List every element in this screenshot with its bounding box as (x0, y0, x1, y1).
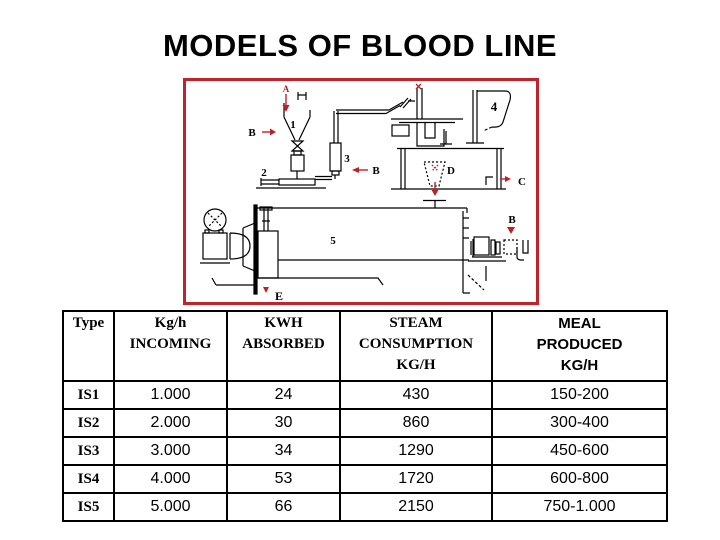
arrow-b-left-icon (270, 128, 276, 136)
diagram-linework (200, 88, 529, 295)
feed-pipe (315, 175, 332, 181)
dryer-top (256, 207, 468, 213)
motor-body (202, 232, 228, 260)
flow-arrows (262, 83, 515, 293)
machine-4-bracket (477, 90, 512, 128)
arrow-b-mid-icon (352, 167, 359, 173)
hopper-funnel (283, 103, 311, 141)
tank (391, 147, 506, 190)
cell-is4-kwh: 53 (226, 464, 341, 494)
cell-is5-type: IS5 (62, 492, 115, 522)
callout-1: 1 (290, 119, 296, 131)
tank-funnel-dashed (423, 161, 446, 187)
cell-is1-type: IS1 (62, 380, 115, 410)
column-3 (329, 142, 342, 172)
cell-is3-incoming: 3.000 (113, 436, 228, 466)
cell-is2-steam: 860 (339, 408, 493, 438)
callout-C: C (518, 176, 526, 188)
callout-B-right: B (508, 214, 516, 226)
grinder-body (290, 154, 305, 172)
arrow-b-right-down-icon (507, 227, 515, 234)
cell-is3-meal: 450-600 (491, 436, 668, 466)
callout-B-left: B (248, 127, 256, 139)
discharge-tee (423, 199, 446, 208)
cell-is3-type: IS3 (62, 436, 115, 466)
pump-base (278, 178, 316, 186)
cell-is3-steam: 1290 (339, 436, 493, 466)
callout-D: D (447, 165, 455, 177)
cooker-channel (416, 122, 445, 147)
cell-is1-steam: 430 (339, 380, 493, 410)
riser-pipe (336, 101, 404, 115)
callout-4: 4 (491, 99, 498, 114)
cell-is5-meal: 750-1.000 (491, 492, 668, 522)
cell-is5-steam: 2150 (339, 492, 493, 522)
cell-is4-type: IS4 (62, 464, 115, 494)
cell-is1-incoming: 1.000 (113, 380, 228, 410)
motor-fan (203, 208, 227, 232)
arrow-e-down-icon (263, 287, 269, 293)
cell-is4-steam: 1720 (339, 464, 493, 494)
callout-2: 2 (261, 167, 267, 179)
cell-is2-type: IS2 (62, 408, 115, 438)
cell-is5-kwh: 66 (226, 492, 341, 522)
cell-is4-incoming: 4.000 (113, 464, 228, 494)
callout-A: A (283, 84, 290, 94)
arrow-a-down-icon (282, 105, 290, 112)
vent-mark-icon (415, 83, 422, 90)
cell-is2-incoming: 2.000 (113, 408, 228, 438)
cell-is2-kwh: 30 (226, 408, 341, 438)
cell-is3-kwh: 34 (226, 436, 341, 466)
press-pump (473, 236, 490, 256)
pipe-fitting-h (297, 92, 307, 100)
callout-5: 5 (330, 235, 336, 247)
gearbox (229, 232, 251, 260)
valve-icon (290, 140, 305, 152)
cell-is4-meal: 600-800 (491, 464, 668, 494)
drive-box (257, 230, 279, 279)
col-header-type: Type (62, 310, 115, 382)
end-frame (462, 211, 470, 294)
callout-E: E (275, 289, 283, 302)
callout-3: 3 (344, 153, 350, 165)
cell-is1-kwh: 24 (226, 380, 341, 410)
cell-is1-meal: 150-200 (491, 380, 668, 410)
cell-is2-meal: 300-400 (491, 408, 668, 438)
outlet-flange (522, 240, 529, 254)
page-title: MODELS OF BLOOD LINE (162, 28, 558, 63)
arrow-tank-down-icon (431, 189, 439, 196)
arrow-c-right-icon (505, 176, 511, 182)
callout-B-mid: B (372, 165, 380, 177)
tank-red-mark-icon (431, 164, 439, 172)
cell-is5-incoming: 5.000 (113, 492, 228, 522)
